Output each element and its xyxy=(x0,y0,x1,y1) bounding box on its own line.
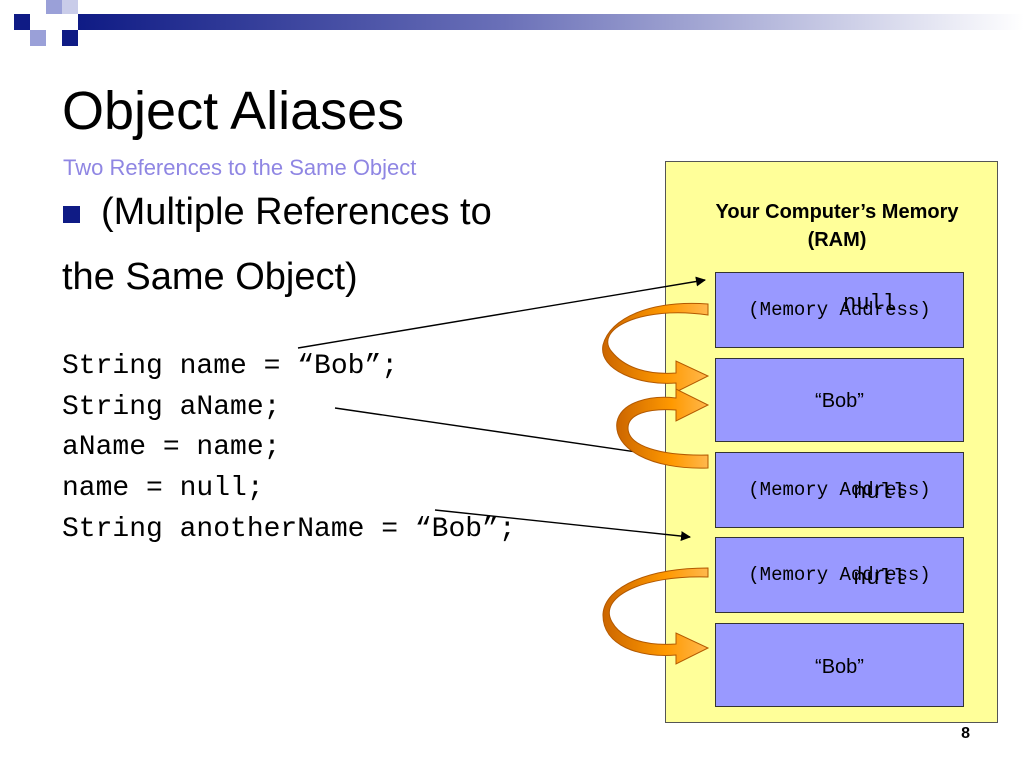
memory-cell-5 xyxy=(715,623,964,707)
page-number: 8 xyxy=(961,725,970,742)
memory-cell-2 xyxy=(715,358,964,442)
code-line-3: aName = name; xyxy=(62,432,281,463)
memory-cell-3 xyxy=(715,452,964,528)
memory-cell-3-address: (Memory Address) xyxy=(748,479,931,501)
header-square xyxy=(46,0,62,14)
code-line-1: String name = “Bob”; xyxy=(62,351,399,382)
memory-cell-4-address: (Memory Address) xyxy=(748,564,931,586)
header-gradient-bar xyxy=(78,14,1024,30)
slide-subtitle: Two References to the Same Object xyxy=(63,155,417,180)
bullet-square-icon xyxy=(63,206,80,223)
header-square xyxy=(30,30,46,46)
code-line-4: name = null; xyxy=(62,473,264,504)
code-line-5: String anotherName = “Bob”; xyxy=(62,514,516,545)
header-square xyxy=(62,30,78,46)
header-square xyxy=(62,0,78,14)
memory-panel-title: Your Computer’s Memory (RAM) xyxy=(667,198,1007,254)
memory-cell-1 xyxy=(715,272,964,348)
header-decoration xyxy=(14,0,1024,46)
memory-cell-2-value: “Bob” xyxy=(815,390,864,412)
reference-arrow-aname xyxy=(334,407,706,466)
slide-title: Object Aliases xyxy=(62,81,405,141)
reference-arrow-name xyxy=(297,276,706,349)
memory-cell-5-value: “Bob” xyxy=(815,656,864,678)
memory-cell-1-null: null xyxy=(843,291,896,316)
memory-cell-1-address: (Memory Address) xyxy=(748,299,931,321)
memory-cell-3-null: null xyxy=(853,480,906,505)
memory-title-line-1: Your Computer’s Memory xyxy=(715,201,959,223)
memory-title-line-2: (RAM) xyxy=(807,229,867,251)
code-line-2: String aName; xyxy=(62,392,281,423)
bullet-text-line-2: the Same Object) xyxy=(62,256,358,298)
memory-cell-4-null: null xyxy=(853,566,906,591)
memory-cell-4 xyxy=(715,537,964,613)
header-square xyxy=(46,14,62,30)
bullet-text-line-1: (Multiple References to xyxy=(101,191,492,233)
header-square xyxy=(14,14,30,30)
